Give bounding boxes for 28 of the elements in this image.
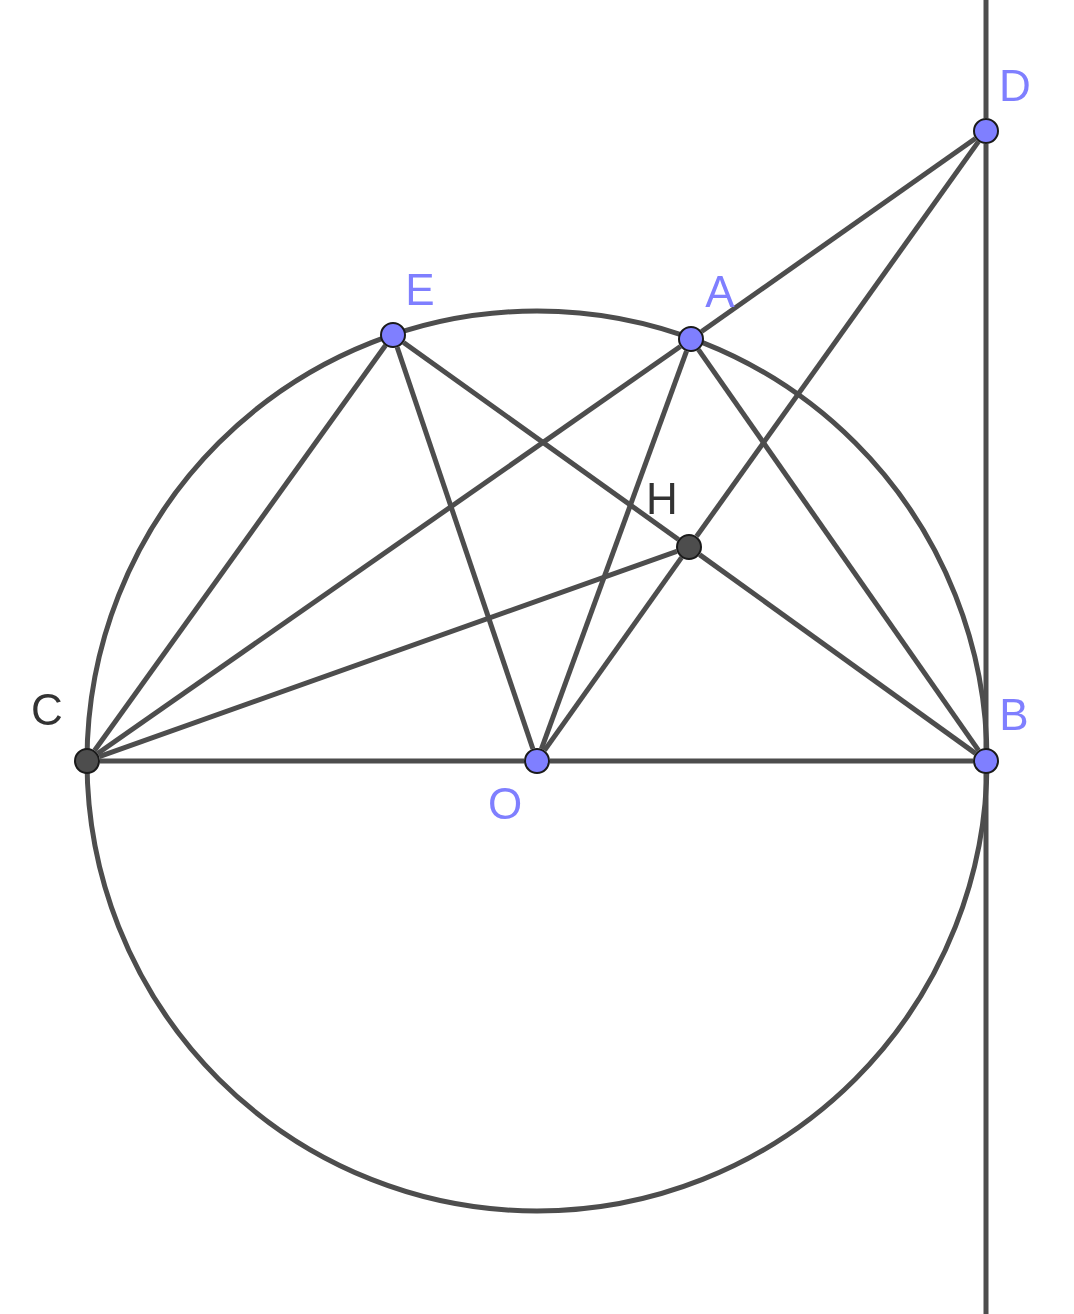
point-dot (973, 118, 999, 144)
line-segment (96, 344, 682, 756)
line-segment (402, 340, 680, 542)
line-segment (394, 346, 536, 750)
point-label: D (999, 64, 1031, 108)
line-segment (539, 350, 689, 750)
line-segment (983, 144, 989, 748)
line-segment (694, 140, 981, 538)
point-label: E (405, 268, 435, 312)
line-segment (550, 758, 973, 764)
line-segment (696, 348, 981, 752)
point-dot (74, 748, 100, 774)
line-segment (698, 552, 977, 756)
point-label: B (999, 693, 1029, 737)
line-segment (542, 556, 684, 752)
line-segment (98, 549, 678, 759)
line-segment (700, 136, 977, 334)
line-segment (92, 344, 388, 752)
point-label: C (31, 688, 63, 732)
point-dot (524, 748, 550, 774)
point-dot (380, 322, 406, 348)
point-dot (676, 534, 702, 560)
point-dot (678, 326, 704, 352)
point-label: O (487, 782, 523, 826)
point-label: H (646, 477, 678, 521)
point-dot (973, 748, 999, 774)
point-label: A (705, 270, 735, 314)
line-segment (100, 758, 524, 764)
